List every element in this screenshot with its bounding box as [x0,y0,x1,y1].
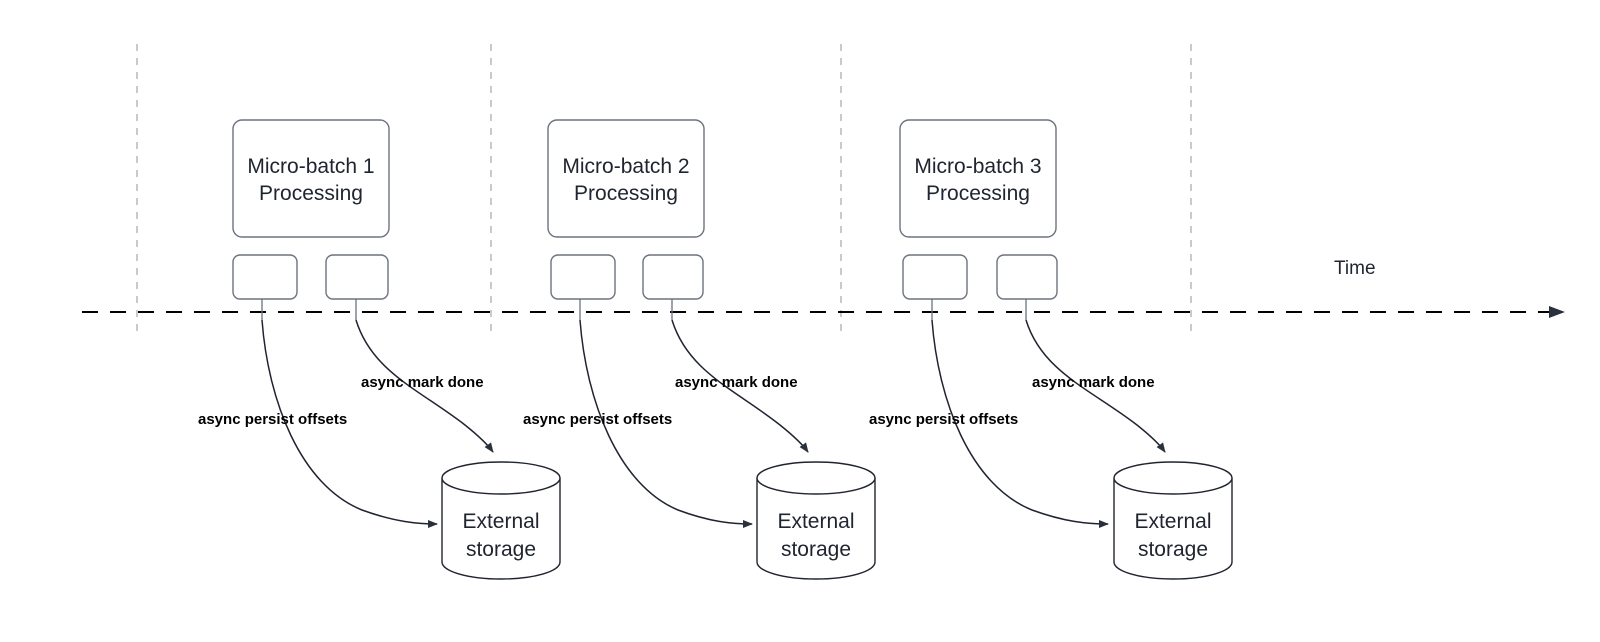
edge-label-async-mark-done-1: async mark done [361,374,484,391]
micro-batch-2-box[interactable] [547,119,705,238]
flow-async-mark-done-2 [671,319,809,453]
micro-batch-3-label-line2: Processing [926,182,1030,205]
time-axis-label: Time [1334,258,1376,279]
micro-batch-1-box[interactable] [232,119,390,238]
external-storage-3-label-line2: storage [1138,538,1208,561]
external-storage-1[interactable] [441,461,561,580]
edge-label-async-mark-done-3: async mark done [1032,374,1155,391]
edge-label-async-mark-done-2: async mark done [675,374,798,391]
flow-async-persist-offsets-1 [261,319,438,528]
micro-batch-2-task-box-1[interactable] [550,254,616,300]
micro-batch-3-task-box-2[interactable] [996,254,1058,300]
external-storage-2[interactable] [756,461,876,580]
flow-async-persist-offsets-2 [579,319,753,528]
micro-batch-2-label-line2: Processing [574,182,678,205]
flow-async-mark-done-1 [355,319,494,453]
external-storage-3[interactable] [1113,461,1233,580]
micro-batch-1-label-line1: Micro-batch 1 [247,155,374,178]
micro-batch-1-task-box-2[interactable] [325,254,389,300]
edge-label-async-persist-offsets-3: async persist offsets [869,411,1018,428]
micro-batch-2-label-line1: Micro-batch 2 [562,155,689,178]
flow-async-persist-offsets-3 [931,319,1109,528]
micro-batch-2-task-box-2[interactable] [642,254,704,300]
edge-label-async-persist-offsets-2: async persist offsets [523,411,672,428]
external-storage-1-label-line2: storage [466,538,536,561]
external-storage-3-label-line1: External [1134,510,1211,533]
external-storage-1-label-line1: External [462,510,539,533]
micro-batch-3-task-box-1[interactable] [902,254,968,300]
flow-async-mark-done-3 [1025,319,1166,453]
micro-batch-1-task-box-1[interactable] [232,254,298,300]
external-storage-2-label-line1: External [777,510,854,533]
micro-batch-1-label-line2: Processing [259,182,363,205]
micro-batch-3-box[interactable] [899,119,1057,238]
external-storage-2-label-line2: storage [781,538,851,561]
edge-label-async-persist-offsets-1: async persist offsets [198,411,347,428]
micro-batch-3-label-line1: Micro-batch 3 [914,155,1041,178]
